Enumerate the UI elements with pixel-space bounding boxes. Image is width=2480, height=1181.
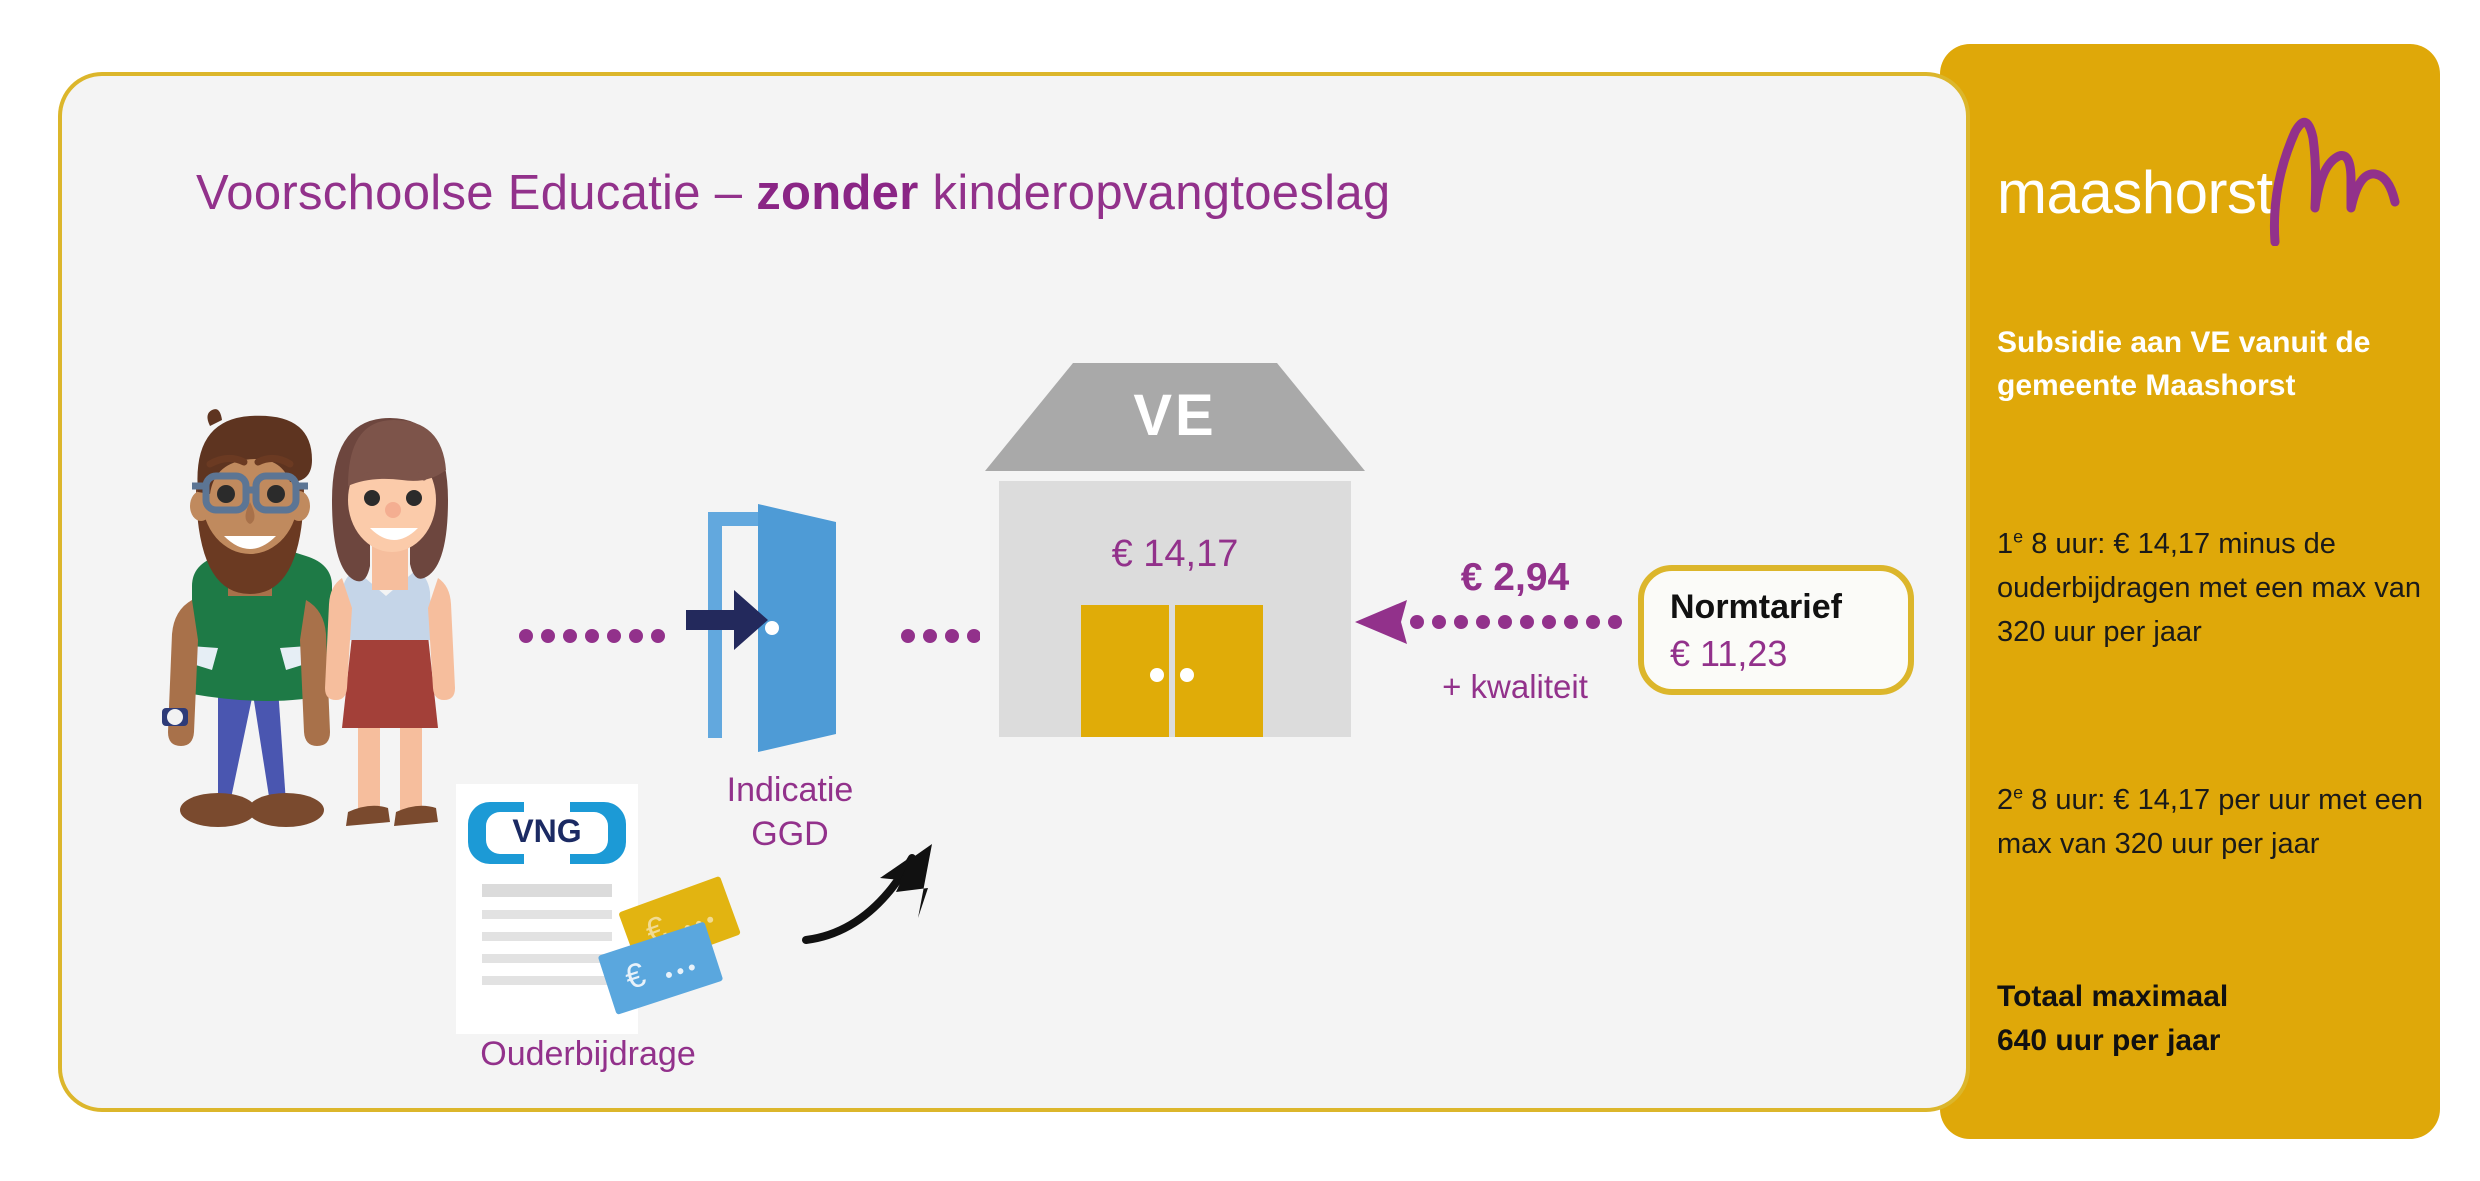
page-title-part1: Voorschoolse Educatie – [196,166,757,220]
normtarief-title: Normtarief [1670,588,1842,626]
indicatie-ggd-label: Indicatie GGD [620,768,960,856]
sidebar-total: Totaal maximaal 640 uur per jaar [1997,975,2427,1062]
normtarief-box: Normtarief € 11,23 [1638,565,1914,695]
maashorst-logo: maashorst [1997,118,2417,250]
sidebar-paragraph-2: 2e 8 uur: € 14,17 per uur met een max va… [1997,778,2427,866]
sidebar-p2-pre: 2 [1997,784,2014,816]
sidebar-p2-rest: 8 uur: € 14,17 per uur met een max van 3… [1997,784,2423,861]
ouderbijdrage-document: VNG € € [452,780,752,1055]
subsidy-dotted-arrow [1355,600,1655,649]
normtarief-value: € 11,23 [1670,633,1788,674]
ve-sign-label: VE [1133,383,1217,448]
ggd-label-line2: GGD [751,815,829,854]
maashorst-squiggle-icon [2255,116,2415,251]
ggd-label-line1: Indicatie [726,771,854,809]
sidebar-p1-rest: 8 uur: € 14,17 minus de ouderbijdragen m… [1997,528,2421,649]
subsidy-quality-label: + kwaliteit [1442,668,1588,705]
page-title-part2: kinderopvangtoeslag [918,166,1391,220]
page-title: Voorschoolse Educatie – zonder kinderopv… [196,165,1390,221]
sidebar-total-line1: Totaal maximaal [1997,980,2229,1013]
page-title-bold: zonder [756,166,919,220]
door-icon [686,498,886,763]
dotted-path-door-to-house [900,624,981,653]
dotted-path-parents-to-door [518,624,678,653]
ve-building [985,355,1365,750]
sidebar-heading: Subsidie aan VE vanuit de gemeente Maash… [1997,326,2371,402]
ve-price-label: € 14,17 [1111,533,1239,575]
ouderbijdrage-label: Ouderbijdrage [480,1035,696,1073]
sidebar-p1-sup: e [2013,526,2024,547]
sidebar-total-line2: 640 uur per jaar [1997,1023,2221,1057]
parents-illustration [100,388,520,853]
sidebar-p1-pre: 1 [1997,528,2014,560]
sidebar-p2-sup: e [2013,782,2024,803]
vng-logo: VNG [468,802,626,864]
maashorst-logo-text: maashorst [1997,159,2273,226]
svg-text:VNG: VNG [512,813,581,849]
main-card-right-cap [1860,72,1970,1112]
subsidy-amount-label: € 2,94 [1460,556,1570,599]
sidebar-paragraph-1: 1e 8 uur: € 14,17 minus de ouderbijdrage… [1997,522,2427,654]
sidebar-panel [1940,44,2440,1139]
curved-arrow-icon [800,800,980,965]
